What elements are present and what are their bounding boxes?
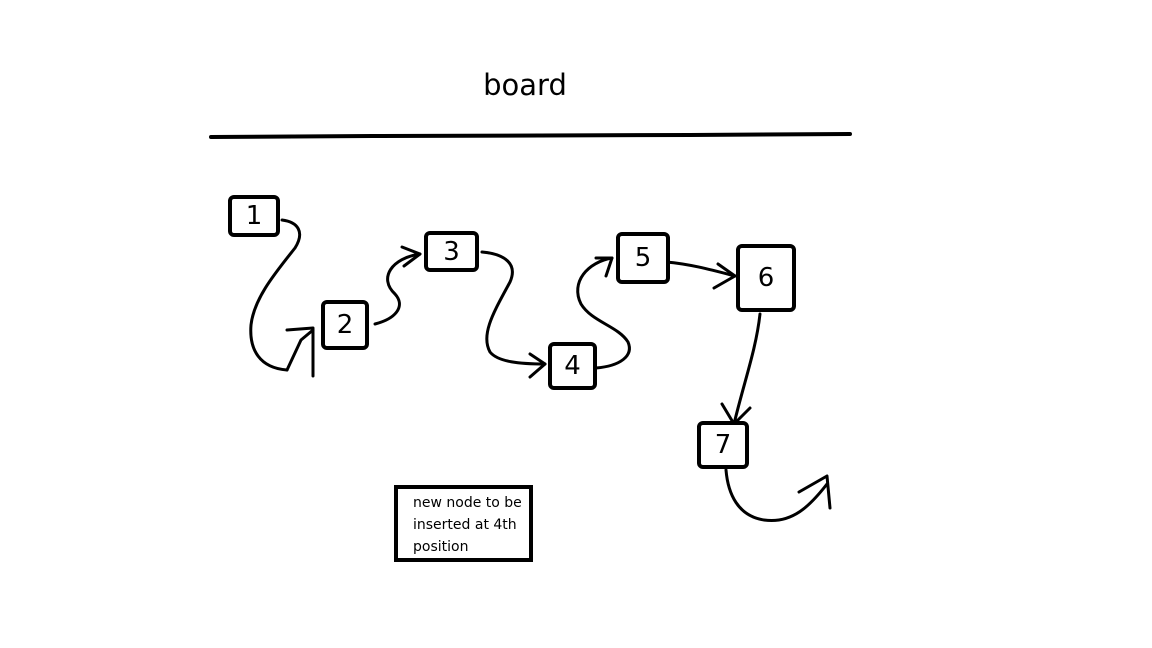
node-2: 2 — [321, 300, 369, 350]
node-1: 1 — [228, 195, 280, 237]
edge-7-to-next — [724, 468, 832, 523]
arrowhead-icon — [594, 256, 614, 278]
arrowhead-icon — [400, 245, 422, 268]
node-4: 4 — [548, 342, 597, 390]
edge-3-to-4 — [480, 250, 547, 379]
board-line — [209, 132, 852, 139]
edge-6-to-7 — [720, 312, 762, 426]
node-5: 5 — [616, 232, 670, 284]
node-7: 7 — [697, 421, 749, 469]
arrowhead-icon — [797, 474, 832, 510]
arrowhead-icon — [528, 352, 547, 379]
arrowhead-icon — [712, 262, 737, 290]
arrowhead-icon — [285, 326, 315, 378]
edge-5-to-6 — [664, 260, 737, 290]
edge-1-to-2 — [249, 218, 315, 378]
node-3: 3 — [424, 231, 479, 272]
edge-2-to-3 — [373, 245, 422, 326]
node-6: 6 — [736, 244, 796, 312]
edge-4-to-5 — [576, 256, 631, 370]
board-title: board — [483, 68, 567, 102]
new-node-note: new node to be inserted at 4th position — [394, 485, 533, 562]
